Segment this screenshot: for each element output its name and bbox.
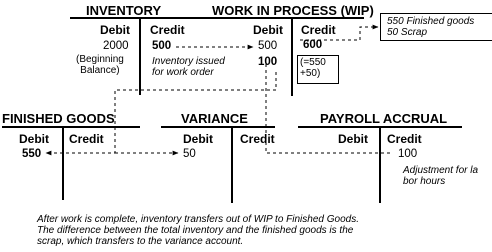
wip-debit-label: Debit [253,23,283,37]
inventory-credit-note: Inventory issued for work order [152,56,225,78]
finished-goods-title: FINISHED GOODS [2,111,115,126]
payroll-credit-label: Credit [387,132,422,146]
wip-title: WORK IN PROCESS (WIP) [212,3,374,18]
wip-credit-value: 600 [303,39,323,51]
inventory-debit-value: 2000 [103,40,129,52]
finished-goods-debit-value: 550 [22,148,42,160]
variance-debit-label: Debit [183,132,213,146]
wip-credit-note-box: (=550 +50) [297,55,339,84]
variance-credit-label: Credit [240,132,275,146]
inventory-credit-value: 500 [152,40,172,52]
inventory-debit-note: (Beginning Balance) [76,54,124,76]
arrow-wip-to-callout [300,24,379,41]
wip-debit-value-1: 500 [258,40,278,52]
inventory-credit-label: Credit [150,23,185,37]
finished-goods-debit-label: Debit [19,132,49,146]
caption: After work is complete, inventory transf… [37,214,359,247]
wip-credit-label: Credit [301,23,336,37]
wip-debit-value-2: 100 [258,56,278,68]
variance-title: VARIANCE [181,111,248,126]
callout-box: 550 Finished goods 50 Scrap [380,13,492,41]
payroll-title: PAYROLL ACCRUAL [320,111,448,126]
inventory-title: INVENTORY [86,3,162,18]
arrow-wip-to-finished-goods [45,72,277,156]
payroll-credit-value: 100 [398,148,418,160]
inventory-debit-label: Debit [100,23,130,37]
variance-debit-value: 50 [183,148,196,160]
finished-goods-credit-label: Credit [69,132,104,146]
payroll-debit-label: Debit [338,132,368,146]
payroll-credit-note: Adjustment for la bor hours [403,165,479,187]
